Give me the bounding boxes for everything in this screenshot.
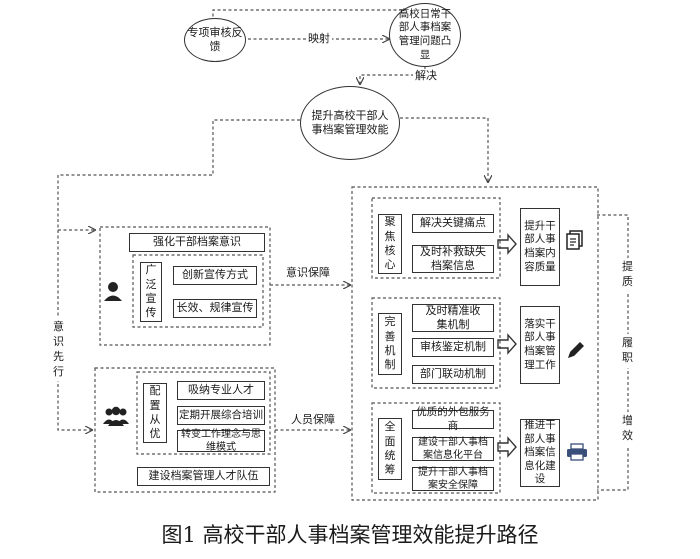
edge-efficiency-left	[57, 119, 300, 230]
node-solve-pain-points: 解决关键痛点	[412, 214, 494, 233]
label-performance: 履职	[621, 334, 637, 368]
label-mapping: 映射	[306, 32, 332, 46]
node-special-review: 专项审核反馈	[184, 18, 246, 62]
mechanism-frame	[371, 297, 501, 389]
node-overall-planning: 全面统筹	[378, 418, 402, 480]
node-review-mechanism: 审核鉴定机制	[412, 338, 494, 357]
edge-feedback	[597, 214, 629, 491]
node-security: 提升干部人事档案安全保障	[412, 467, 494, 491]
node-daily-issues: 高校日常干部人事档案管理问题凸显	[389, 3, 461, 67]
figure-caption: 图1 高校干部人事档案管理效能提升路径	[161, 523, 539, 547]
person-icon	[104, 282, 122, 301]
node-info-platform: 建设干部人事档案信息化平台	[412, 437, 494, 461]
group-icon	[103, 406, 129, 426]
node-staffing: 配置从优	[143, 383, 167, 443]
label-awareness-first: 意识先行	[52, 318, 68, 382]
node-timely-collection: 及时精准收集机制	[412, 304, 494, 332]
edge-review-loop	[212, 9, 425, 22]
edge-efficiency-right	[400, 117, 488, 182]
node-implement-work: 落实干部人事档案管理工作	[520, 306, 560, 384]
personnel-inner-frame	[136, 371, 271, 455]
node-dept-linkage: 部门联动机制	[412, 365, 494, 384]
node-strengthen-awareness: 强化干部档案意识	[129, 233, 265, 252]
node-fill-missing: 及时补救缺失档案信息	[412, 245, 494, 273]
node-long-term-publicity: 长效、规律宣传	[173, 299, 257, 318]
node-recruit-talent: 吸纳专业人才	[177, 381, 265, 400]
focus-frame	[371, 197, 501, 279]
label-quality: 提质	[621, 258, 637, 292]
printer-icon	[567, 443, 587, 461]
document-icon	[566, 230, 583, 250]
node-focus-core: 聚焦核心	[378, 214, 402, 274]
awareness-inner-frame	[132, 254, 264, 328]
node-improve-content-quality: 提升干部人事档案内容质量	[520, 208, 560, 286]
node-improve-mechanism: 完善机制	[378, 313, 402, 375]
arrow-planning	[497, 436, 517, 458]
arrow-focus	[497, 233, 517, 255]
node-transform-concepts: 转变工作理念与思维模式	[177, 429, 265, 453]
label-efficiency: 增效	[621, 412, 637, 446]
label-awareness-guarantee: 意识保障	[284, 266, 332, 280]
label-solve: 解决	[413, 69, 439, 83]
awareness-group-frame	[99, 226, 271, 346]
node-promote-informatization: 推进干部人事档案信息化建设	[520, 419, 560, 487]
label-personnel-guarantee: 人员保障	[289, 413, 337, 427]
edge-awareness-first	[57, 230, 92, 430]
node-innovate-publicity: 创新宣传方式	[173, 266, 257, 285]
arrow-mechanism	[497, 333, 517, 355]
node-outsourcing: 优质的外包服务商	[412, 406, 494, 432]
node-regular-training: 定期开展综合培训	[177, 406, 265, 425]
node-wide-publicity: 广泛宣传	[140, 262, 162, 322]
pencil-icon	[568, 342, 584, 358]
planning-frame	[371, 402, 501, 494]
node-build-team: 建设档案管理人才队伍	[137, 467, 270, 486]
measures-outer-frame	[351, 186, 599, 501]
node-improve-efficiency: 提升高校干部人事档案管理效能	[300, 86, 400, 160]
